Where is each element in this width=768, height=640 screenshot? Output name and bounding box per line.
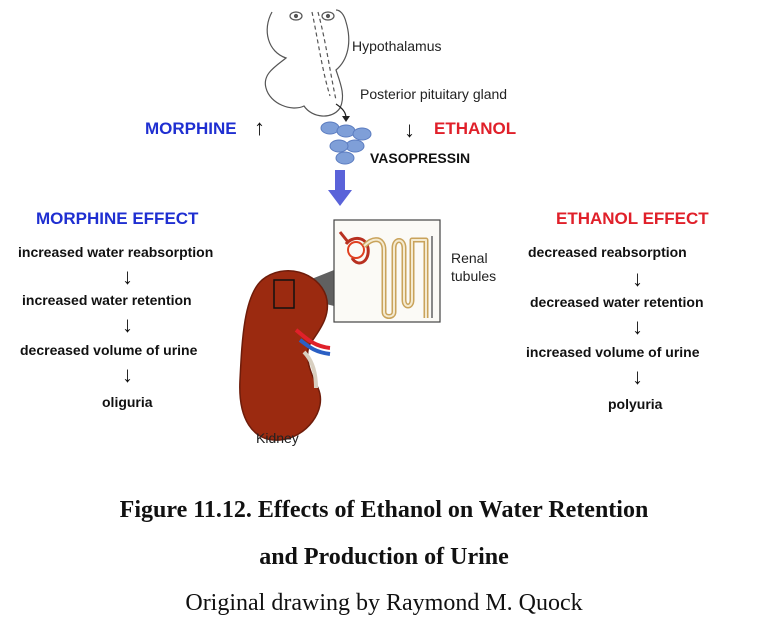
ethanol-chain-arrow-3: ↓ [632, 364, 643, 389]
hypothalamus-label: Hypothalamus [352, 38, 442, 54]
morphine-step-3: decreased volume of urine [20, 342, 198, 358]
morphine-chain-arrow-3: ↓ [122, 362, 133, 387]
kidney-zoom-box [273, 279, 295, 309]
morphine-step-2: increased water retention [22, 292, 192, 308]
morphine-chain-arrow-2: ↓ [122, 312, 133, 337]
morphine-label: MORPHINE [145, 119, 237, 138]
ethanol-step-1: decreased reabsorption [528, 244, 687, 260]
vasopressin-label: VASOPRESSIN [370, 150, 471, 166]
ethanol-step-4: polyuria [608, 396, 663, 412]
ethanol-chain-arrow-1: ↓ [632, 266, 643, 291]
ethanol-effect-title: ETHANOL EFFECT [556, 209, 709, 228]
ethanol-down-arrow: ↓ [404, 117, 415, 142]
vasopressin-flow-arrow [328, 170, 352, 206]
ethanol-step-2: decreased water retention [530, 294, 704, 310]
pituitary-release-arrow [335, 103, 350, 122]
morphine-effect-title: MORPHINE EFFECT [36, 209, 199, 228]
renal-tubules-label-line1: Renal [451, 250, 488, 266]
morphine-step-1: increased water reabsorption [18, 244, 214, 260]
morphine-step-4: oliguria [102, 394, 153, 410]
ethanol-chain-arrow-2: ↓ [632, 314, 643, 339]
kidney-drawing [239, 270, 331, 441]
ethanol-label: ETHANOL [434, 119, 517, 138]
posterior-pituitary-label: Posterior pituitary gland [360, 86, 508, 102]
morphine-up-arrow: ↑ [254, 115, 265, 140]
caption-credit: Original drawing by Raymond M. Quock [185, 590, 583, 616]
vasopressin-molecule [320, 121, 372, 165]
hypothalamus-drawing [264, 9, 350, 117]
morphine-chain-arrow-1: ↓ [122, 264, 133, 289]
caption-title-line1: Figure 11.12. Effects of Ethanol on Wate… [119, 497, 649, 523]
caption-title-line2: and Production of Urine [259, 544, 509, 570]
renal-tubule-inset [333, 219, 441, 323]
renal-tubules-label-line2: tubules [451, 268, 497, 284]
kidney-label: Kidney [256, 430, 299, 446]
ethanol-step-3: increased volume of urine [526, 344, 700, 360]
